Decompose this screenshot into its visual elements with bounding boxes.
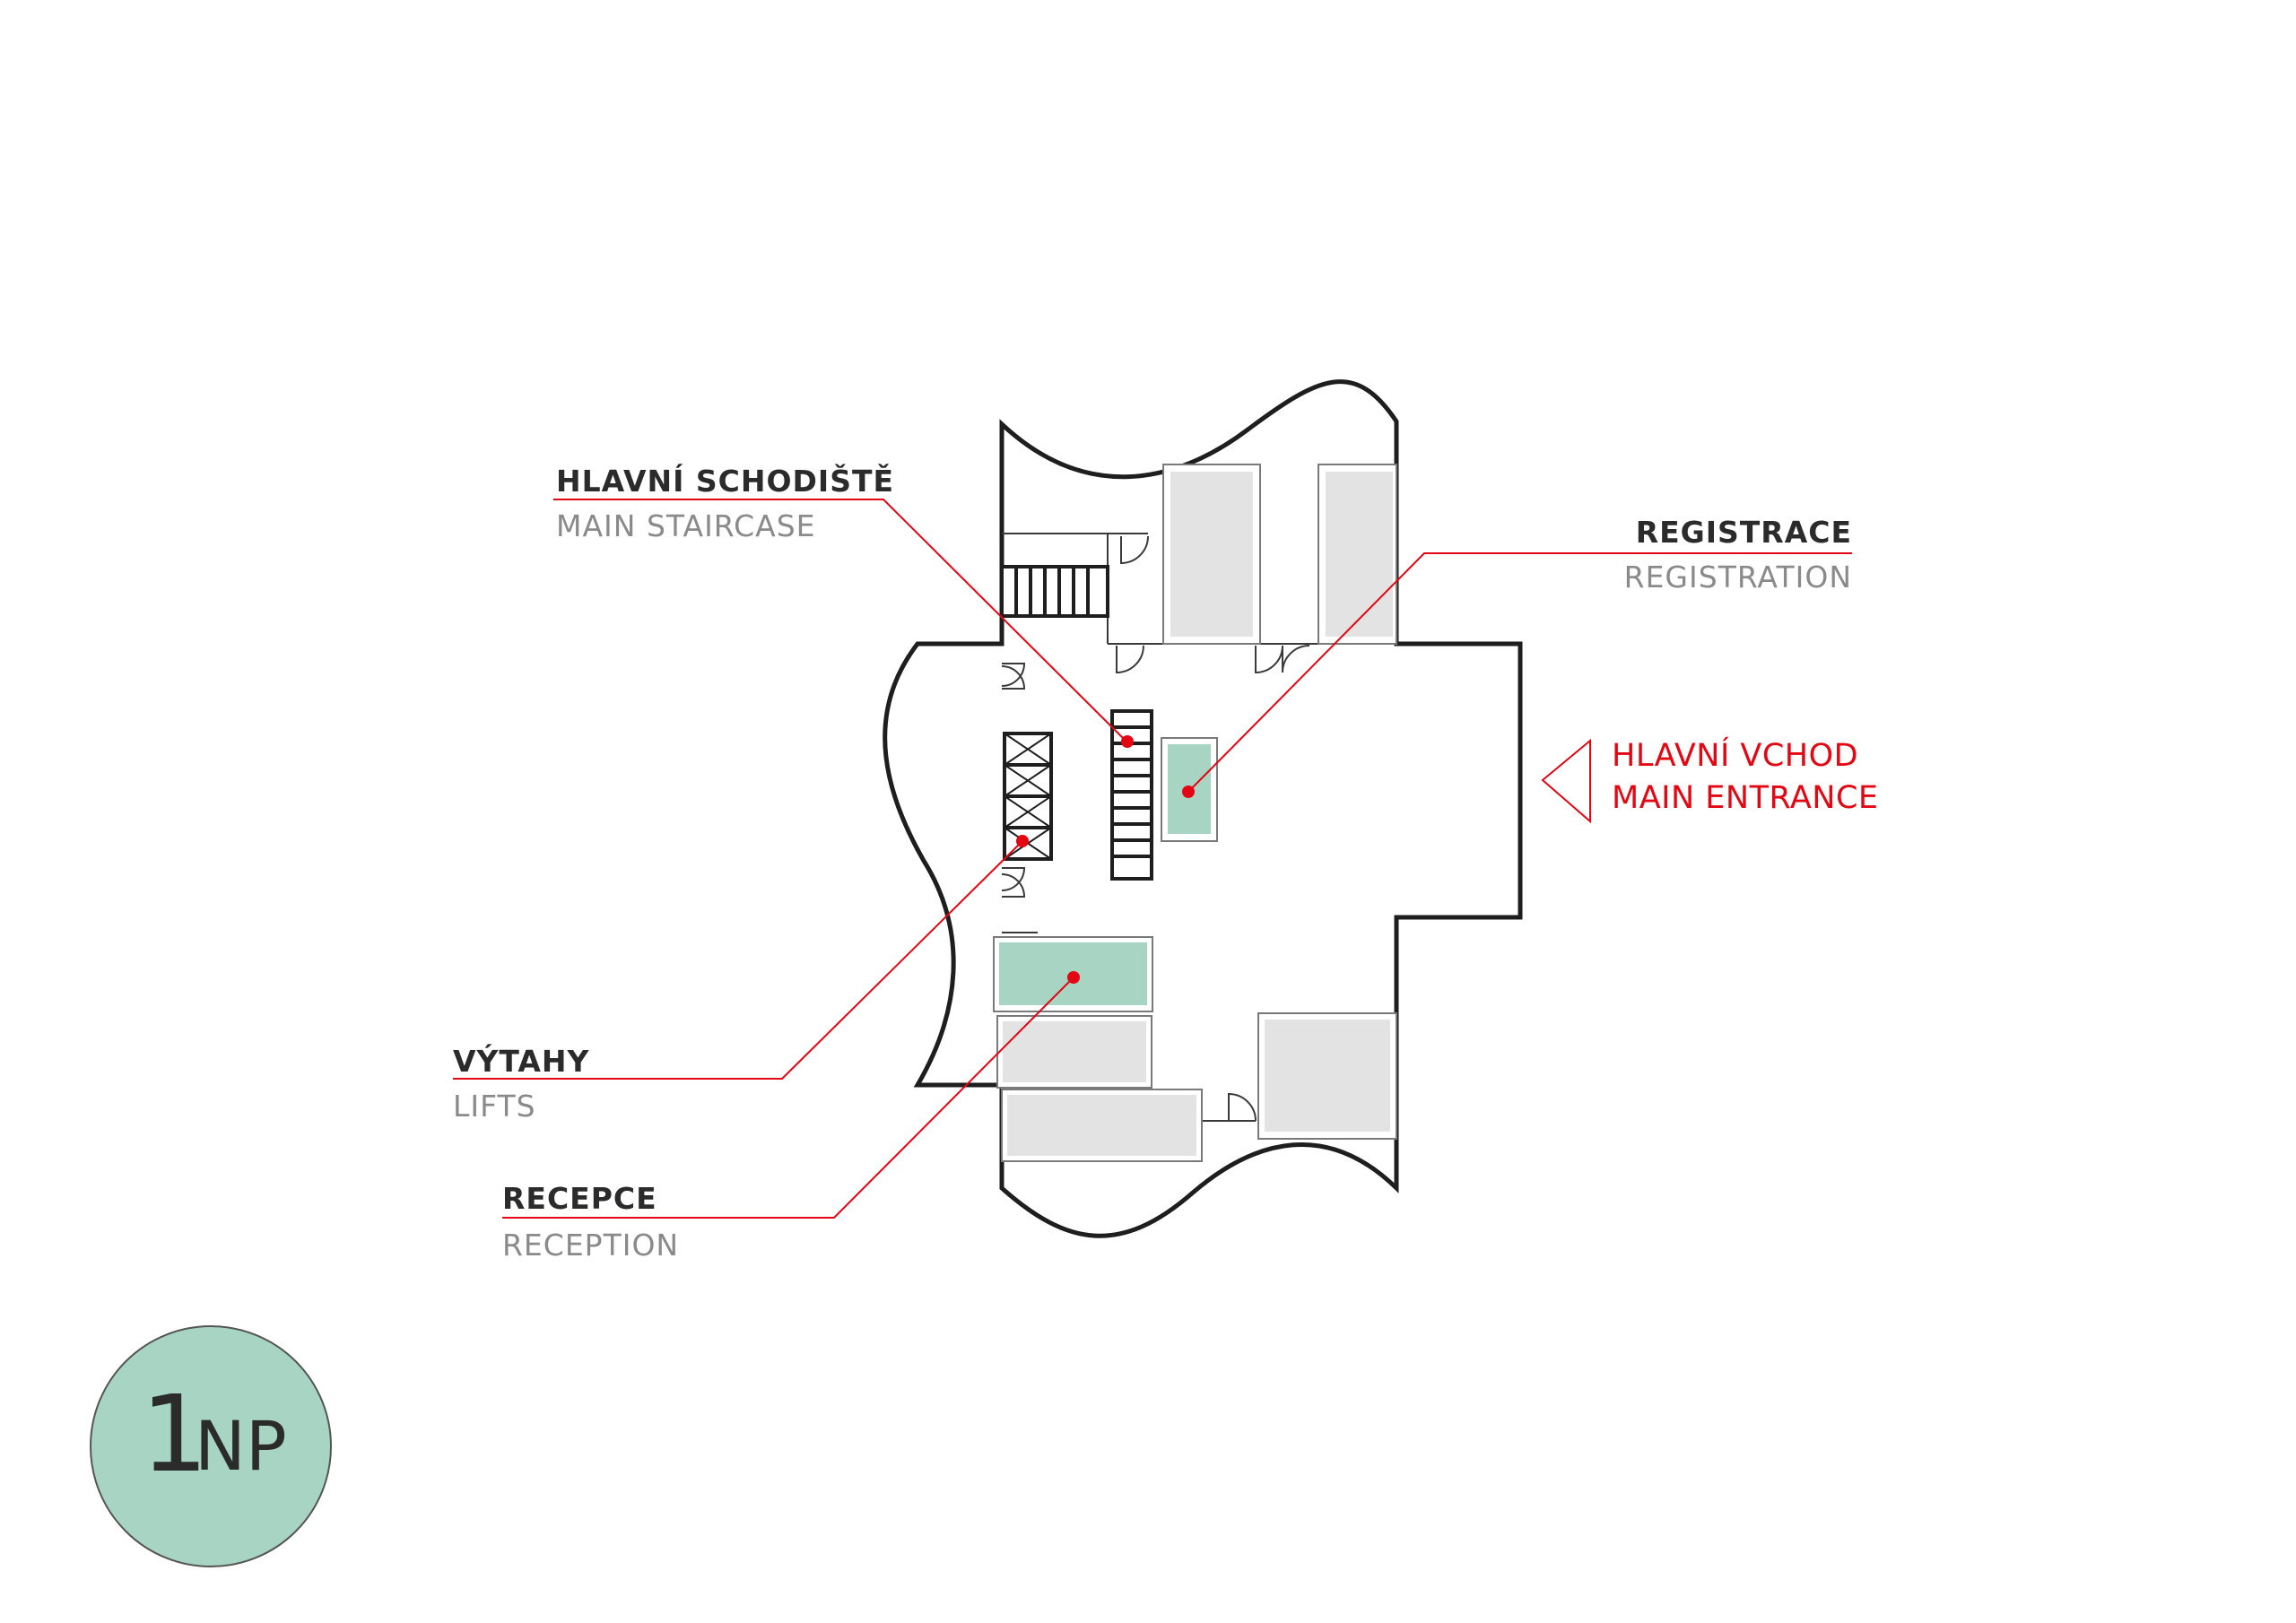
rooms (996, 464, 1397, 1162)
staircase-label-cz: HLAVNÍ SCHODIŠTĚ (556, 464, 895, 499)
reception-leader (502, 976, 1074, 1219)
upper-staircase (1000, 565, 1109, 618)
main-entrance-label-en: MAIN ENTRANCE (1612, 780, 1879, 816)
registration-leader (1187, 552, 1852, 793)
main-staircase (1110, 709, 1153, 881)
staircase-label-en: MAIN STAIRCASE (556, 508, 816, 543)
floor-badge: 1 NP (90, 1325, 332, 1567)
staircase-leader (553, 499, 1124, 739)
entrance-arrow-icon (1541, 738, 1591, 824)
main-entrance-label-cz: HLAVNÍ VCHOD (1612, 738, 1859, 774)
callout-lines (453, 499, 1852, 1219)
highlighted-areas (993, 737, 1218, 1012)
floor-number: 1 (141, 1372, 209, 1496)
reception-label-en: RECEPTION (502, 1228, 680, 1263)
lifts-leader (453, 840, 1023, 1080)
floor-suffix: NP (195, 1406, 287, 1486)
registration-label-cz: REGISTRACE (1635, 515, 1852, 550)
lifts-label-en: LIFTS (453, 1089, 536, 1124)
registration-label-en: REGISTRATION (1623, 560, 1852, 595)
reception-label-cz: RECEPCE (502, 1181, 657, 1216)
callout-dots (1016, 735, 1195, 984)
lifts-label-cz: VÝTAHY (453, 1044, 590, 1079)
door-swings (1001, 535, 1310, 1122)
